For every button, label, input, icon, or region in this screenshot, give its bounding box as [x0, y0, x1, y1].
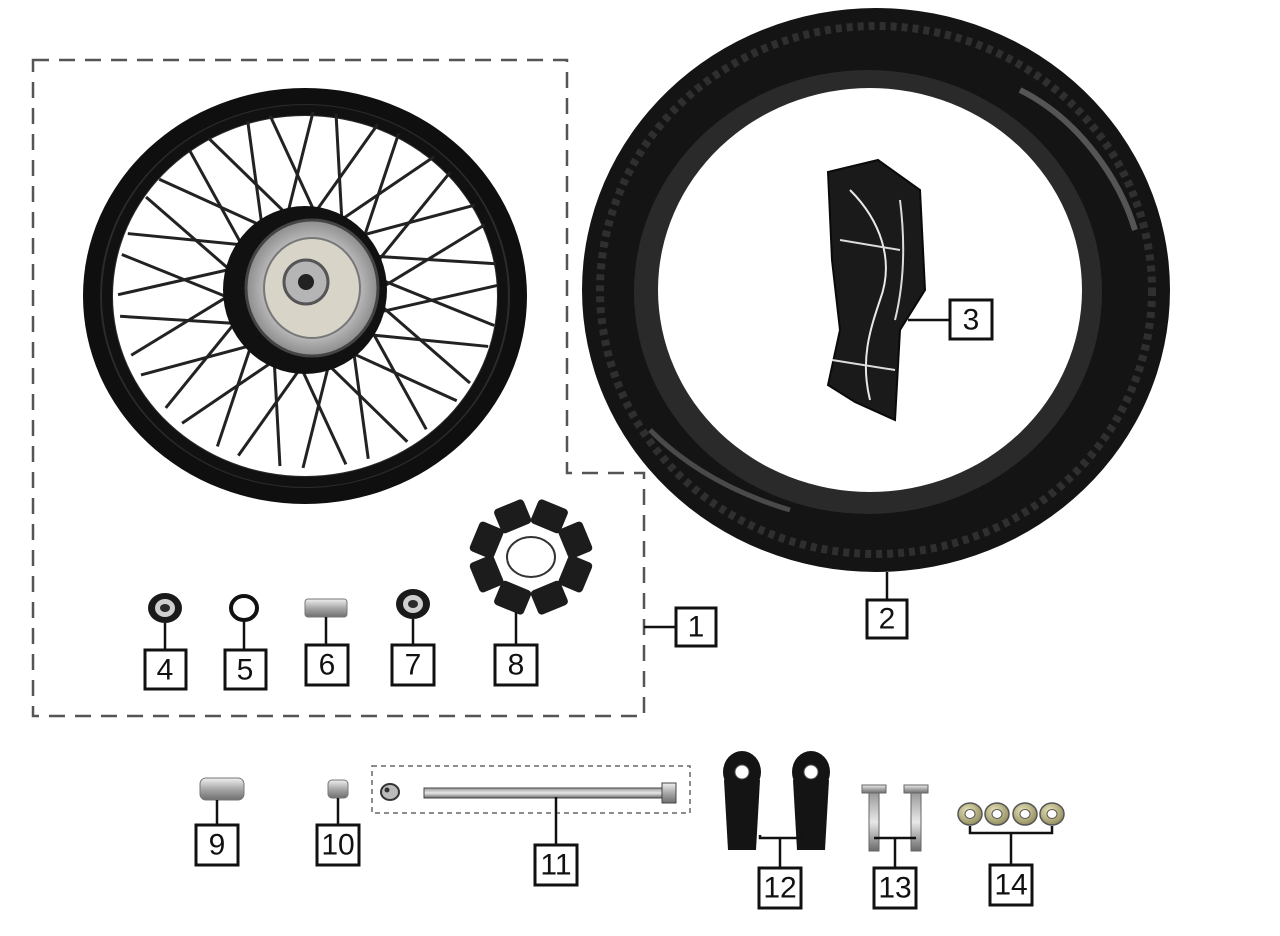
nut-hole	[1019, 809, 1031, 819]
damper-segment	[469, 521, 504, 559]
callout-11: 11	[533, 843, 579, 887]
callout-8: 8	[493, 643, 539, 687]
callout-12-label: 12	[763, 872, 796, 905]
callout-8-label: 8	[508, 649, 525, 682]
spacer-6-illustration	[304, 598, 348, 618]
callout-7-label: 7	[405, 649, 422, 682]
callout-4: 4	[143, 648, 188, 691]
callout-1: 1	[674, 606, 718, 648]
assembly-boundary	[31, 58, 646, 718]
damper-segment	[530, 499, 568, 534]
damper-segment	[494, 499, 532, 534]
callout-2: 2	[865, 598, 909, 640]
bolt-13-illustration	[861, 784, 929, 852]
callout-11-label: 11	[540, 849, 571, 882]
nut-hole	[991, 809, 1003, 819]
callout-6-label: 6	[319, 649, 336, 682]
callout-14-label: 14	[994, 869, 1027, 902]
rear-wheel-illustration	[83, 88, 527, 504]
leader-lines	[163, 318, 1054, 868]
callout-10: 10	[315, 823, 361, 867]
nut-hole	[1046, 809, 1058, 819]
collar-9-illustration	[199, 777, 245, 801]
nut-hole	[964, 809, 976, 819]
callout-2-label: 2	[879, 603, 896, 636]
inner-tube-illustration	[826, 158, 927, 422]
cush-drive-damper-8-illustration	[469, 499, 593, 615]
o-ring-5-illustration	[229, 594, 259, 622]
callout-3: 3	[948, 298, 994, 341]
damper-segment	[558, 521, 593, 559]
callout-14: 14	[988, 863, 1034, 907]
chain-adjuster-12-illustration	[723, 751, 830, 850]
callout-13-label: 13	[878, 872, 911, 905]
callout-5: 5	[223, 648, 268, 691]
callout-6: 6	[304, 643, 350, 687]
damper-segment	[530, 580, 568, 615]
callout-3-label: 3	[963, 304, 980, 337]
bearing-4-illustration	[148, 593, 182, 623]
callout-4-label: 4	[157, 654, 174, 687]
damper-segment	[558, 555, 593, 593]
damper-segment	[494, 580, 532, 615]
rear-axle-11-illustration	[380, 782, 677, 804]
callout-12: 12	[757, 866, 803, 910]
small-collar-10-illustration	[327, 779, 349, 799]
callout-1-label: 1	[688, 611, 705, 644]
nut-14-illustration	[957, 802, 1065, 826]
callout-9-label: 9	[209, 829, 226, 862]
damper-segment	[469, 555, 504, 593]
axle-group-boundary	[371, 765, 691, 814]
callout-5-label: 5	[237, 654, 254, 687]
callout-10-label: 10	[321, 829, 354, 862]
callout-7: 7	[390, 643, 436, 687]
bearing-7-illustration	[396, 589, 430, 619]
callout-13: 13	[872, 866, 918, 910]
callout-9: 9	[194, 823, 240, 867]
